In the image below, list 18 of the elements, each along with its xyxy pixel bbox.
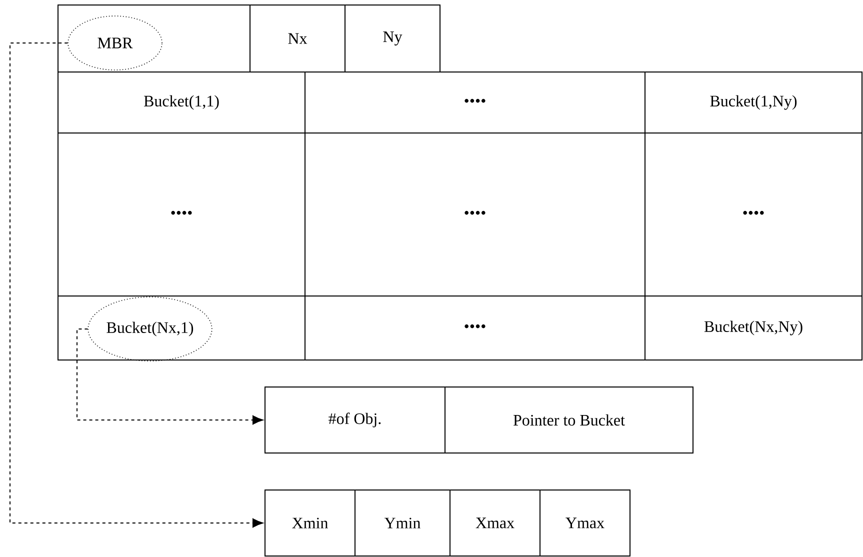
- table-cell: Bucket(1,Ny): [644, 72, 862, 134]
- table-cell: Ymin: [354, 490, 450, 556]
- table-cell: Pointer to Bucket: [444, 386, 694, 454]
- table-cell: Bucket(Nx,Ny): [644, 296, 862, 360]
- table-cell: ••••: [304, 72, 646, 134]
- table-cell: Xmin: [264, 490, 356, 556]
- table-cell: Xmax: [450, 490, 540, 556]
- table-cell: Nx: [250, 4, 346, 72]
- table-cell: ••••: [304, 296, 646, 360]
- table-cell: Ny: [344, 4, 440, 72]
- table-cell: Bucket(1,1): [58, 72, 306, 134]
- table-cell: Ymax: [540, 490, 630, 556]
- dashed-arrow: [10, 42, 264, 528]
- table-cell: #of Obj.: [264, 386, 446, 454]
- table-cell: ••••: [58, 132, 306, 296]
- table-cell: ••••: [304, 132, 646, 296]
- dashed-arrow: [76, 328, 264, 425]
- table-cell: ••••: [644, 132, 862, 296]
